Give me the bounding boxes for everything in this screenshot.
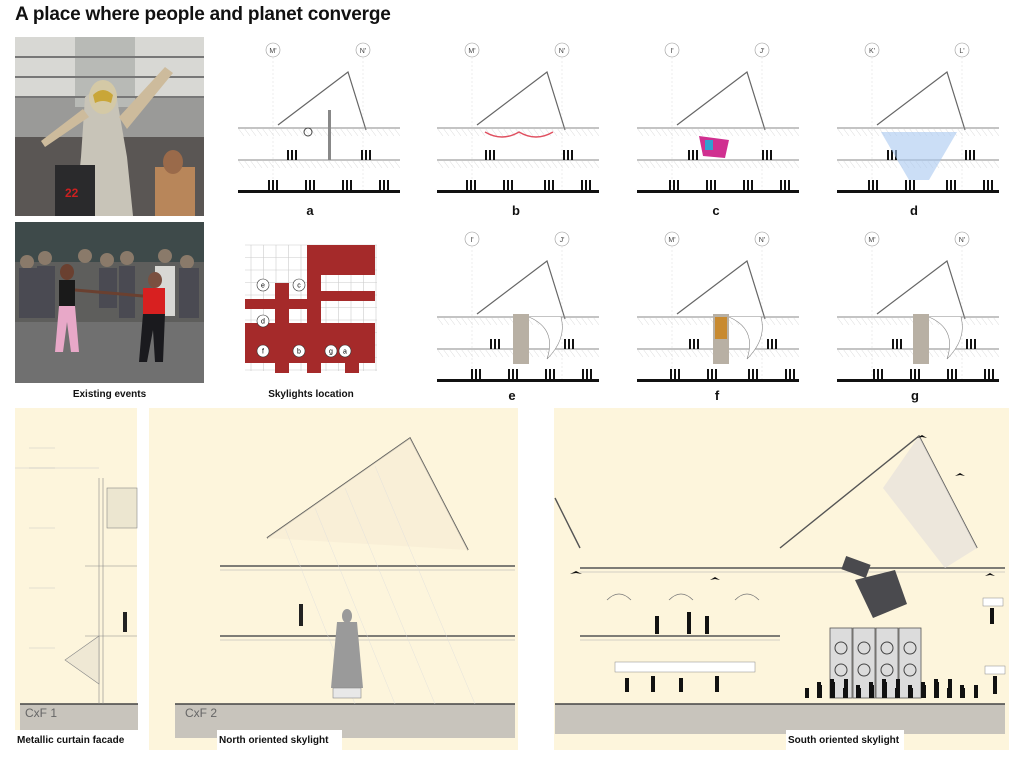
existing-events-caption: Existing events [72, 389, 147, 400]
grid-tag: J' [560, 237, 565, 244]
section-a-diagram: M' N' [238, 42, 400, 193]
skylight-marker: a [343, 349, 347, 356]
section-d-letter: d [910, 203, 918, 218]
grid-tag: M' [269, 48, 276, 55]
skylight-marker: g [329, 349, 333, 356]
grid-tag: N' [759, 237, 765, 244]
page-title: A place where people and planet converge [15, 4, 391, 25]
grid-tag: L' [959, 48, 964, 55]
skylight-marker: e [261, 283, 265, 290]
cxf1-label: CxF 1 [25, 706, 58, 720]
section-f-letter: f [714, 388, 720, 403]
cxf2-label: CxF 2 [185, 706, 218, 720]
grid-tag: N' [959, 237, 965, 244]
skylight-marker: d [261, 319, 265, 326]
section-g-diagram: M' N' [837, 231, 999, 382]
grid-tag: I' [670, 48, 673, 55]
grid-tag: M' [468, 48, 475, 55]
jersey-number: 22 [65, 186, 79, 200]
bottom-section-drawing [15, 408, 1006, 750]
section-b-letter: b [512, 203, 520, 218]
skylight-marker: c [297, 283, 301, 290]
section-c-diagram: I' J' [637, 42, 799, 193]
grid-tag: M' [868, 237, 875, 244]
skylight-marker: f [262, 349, 264, 356]
south-skylight-label: South oriented skylight [786, 730, 904, 750]
section-e-diagram: I' J' [437, 231, 599, 382]
skylights-plan: e c d f b g a [245, 244, 377, 373]
section-g-letter: g [911, 388, 919, 403]
section-a-letter: a [306, 203, 314, 218]
bottom-section-panel: CxF 1 CxF 2 [15, 408, 1009, 750]
section-d-diagram: K' L' [837, 42, 999, 193]
grid-tag: I' [470, 237, 473, 244]
grid-tag: N' [559, 48, 565, 55]
grid-tag: M' [668, 237, 675, 244]
metallic-facade-label: Metallic curtain facade [15, 730, 148, 750]
section-b-diagram: M' N' [437, 42, 599, 193]
dancers-photo [15, 222, 204, 383]
grid-tag: J' [760, 48, 765, 55]
skylight-marker: b [297, 349, 301, 356]
grid-tag: N' [360, 48, 366, 55]
skylights-caption: Skylights location [268, 389, 354, 400]
wrestler-photo: 22 [15, 37, 204, 216]
section-e-letter: e [508, 388, 516, 403]
section-f-diagram: M' N' [637, 231, 799, 382]
grid-tag: K' [869, 48, 875, 55]
section-c-letter: c [712, 203, 720, 218]
north-skylight-label: North oriented skylight [217, 730, 342, 750]
